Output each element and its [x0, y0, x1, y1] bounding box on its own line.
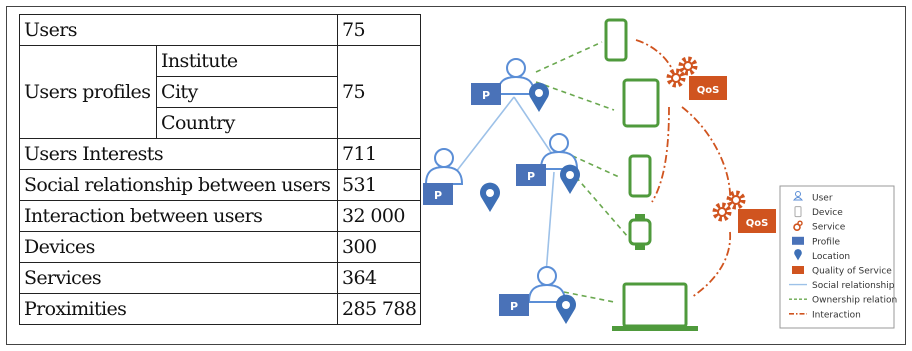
table-row: Users profiles Institute 75 — [19, 45, 422, 139]
svg-text:QoS: QoS — [746, 218, 769, 229]
device-icon — [612, 282, 698, 331]
legend-label: Device — [812, 208, 843, 218]
device-icon — [628, 214, 652, 250]
profile-icon: P — [516, 164, 546, 186]
legend-item: Device — [794, 206, 843, 218]
device-icon — [622, 78, 660, 128]
legend-item: Profile — [792, 236, 840, 247]
device-icon — [604, 18, 628, 62]
row-label: Devices — [19, 231, 338, 263]
row-value: 711 — [336, 138, 422, 170]
table-row: Users 75 — [19, 14, 422, 46]
svg-text:P: P — [482, 89, 490, 102]
device-icon — [628, 154, 652, 198]
legend-label: Quality of Service — [812, 267, 892, 277]
table-row: Devices 300 — [19, 231, 422, 263]
user-icon — [497, 58, 535, 95]
svg-text:QoS: QoS — [697, 85, 720, 96]
row-label: Services — [19, 262, 338, 294]
legend-item: Quality of Service — [792, 266, 892, 277]
device-icon — [794, 206, 802, 218]
row-label: Users Interests — [19, 138, 338, 170]
row-label: Social relationship between users — [19, 169, 338, 201]
service-icon — [793, 220, 803, 231]
row-value: 32 000 — [336, 200, 422, 232]
row-label: Users profiles — [19, 45, 157, 139]
table-row: Social relationship between users 531 — [19, 169, 422, 201]
svg-text:P: P — [510, 300, 518, 313]
legend: UserDeviceServiceProfileLocationQuality … — [779, 185, 897, 329]
table-row: Users Interests 711 — [19, 138, 422, 170]
row-label: Users — [19, 14, 338, 46]
profile-icon: P — [471, 83, 501, 105]
svg-text:P: P — [527, 170, 535, 183]
legend-item: Location — [794, 249, 850, 262]
location-icon — [560, 164, 580, 194]
legend-label: Ownership relation — [812, 296, 897, 306]
row-sublabel: Country — [156, 107, 338, 139]
legend-label: Location — [812, 252, 850, 262]
user-icon — [425, 148, 463, 185]
profile-icon: P — [499, 294, 529, 316]
legend-label: Service — [812, 223, 846, 233]
profile-icon: P — [423, 183, 453, 205]
user-icon — [528, 266, 566, 303]
user-icon — [792, 191, 804, 201]
location-icon — [480, 182, 500, 212]
table-row: Services 364 — [19, 262, 422, 294]
legend-label: Social relationship — [812, 281, 895, 291]
social-relationship-lines — [451, 96, 555, 275]
legend-item: Service — [793, 220, 846, 233]
table-row: Proximities 285 788 — [19, 293, 422, 325]
row-sublabel: City — [156, 76, 338, 108]
qos-icon: QoS — [689, 76, 727, 100]
qos-icon: QoS — [738, 209, 776, 233]
row-label: Interaction between users — [19, 200, 338, 232]
legend-label: Interaction — [812, 310, 861, 320]
row-value: 364 — [336, 262, 422, 294]
row-value: 300 — [336, 231, 422, 263]
location-icon — [556, 294, 576, 324]
interaction-lines — [635, 39, 731, 298]
statistics-table: Users 75 Users profiles Institute 75 Cit… — [19, 14, 422, 325]
network-diagram: P P P P QoS QoS — [423, 18, 897, 331]
legend-label: Profile — [812, 237, 840, 247]
row-value: 75 — [336, 14, 422, 46]
qos-icon — [792, 266, 804, 274]
profile-icon — [792, 236, 804, 245]
row-label: Proximities — [19, 293, 338, 325]
legend-item: Interaction — [789, 310, 861, 320]
legend-item: Social relationship — [789, 281, 895, 291]
row-value: 531 — [336, 169, 422, 201]
legend-label: User — [812, 194, 833, 204]
table-row: Interaction between users 32 000 — [19, 200, 422, 232]
svg-text:P: P — [434, 189, 442, 202]
user-icon — [540, 133, 578, 170]
row-sublabel: Institute — [156, 45, 338, 77]
location-icon — [529, 82, 549, 112]
location-icon — [794, 249, 802, 261]
row-value: 285 788 — [336, 293, 422, 325]
ownership-relation-lines — [535, 41, 629, 303]
row-value: 75 — [336, 45, 422, 139]
legend-item: User — [792, 191, 833, 204]
legend-item: Ownership relation — [789, 296, 897, 306]
